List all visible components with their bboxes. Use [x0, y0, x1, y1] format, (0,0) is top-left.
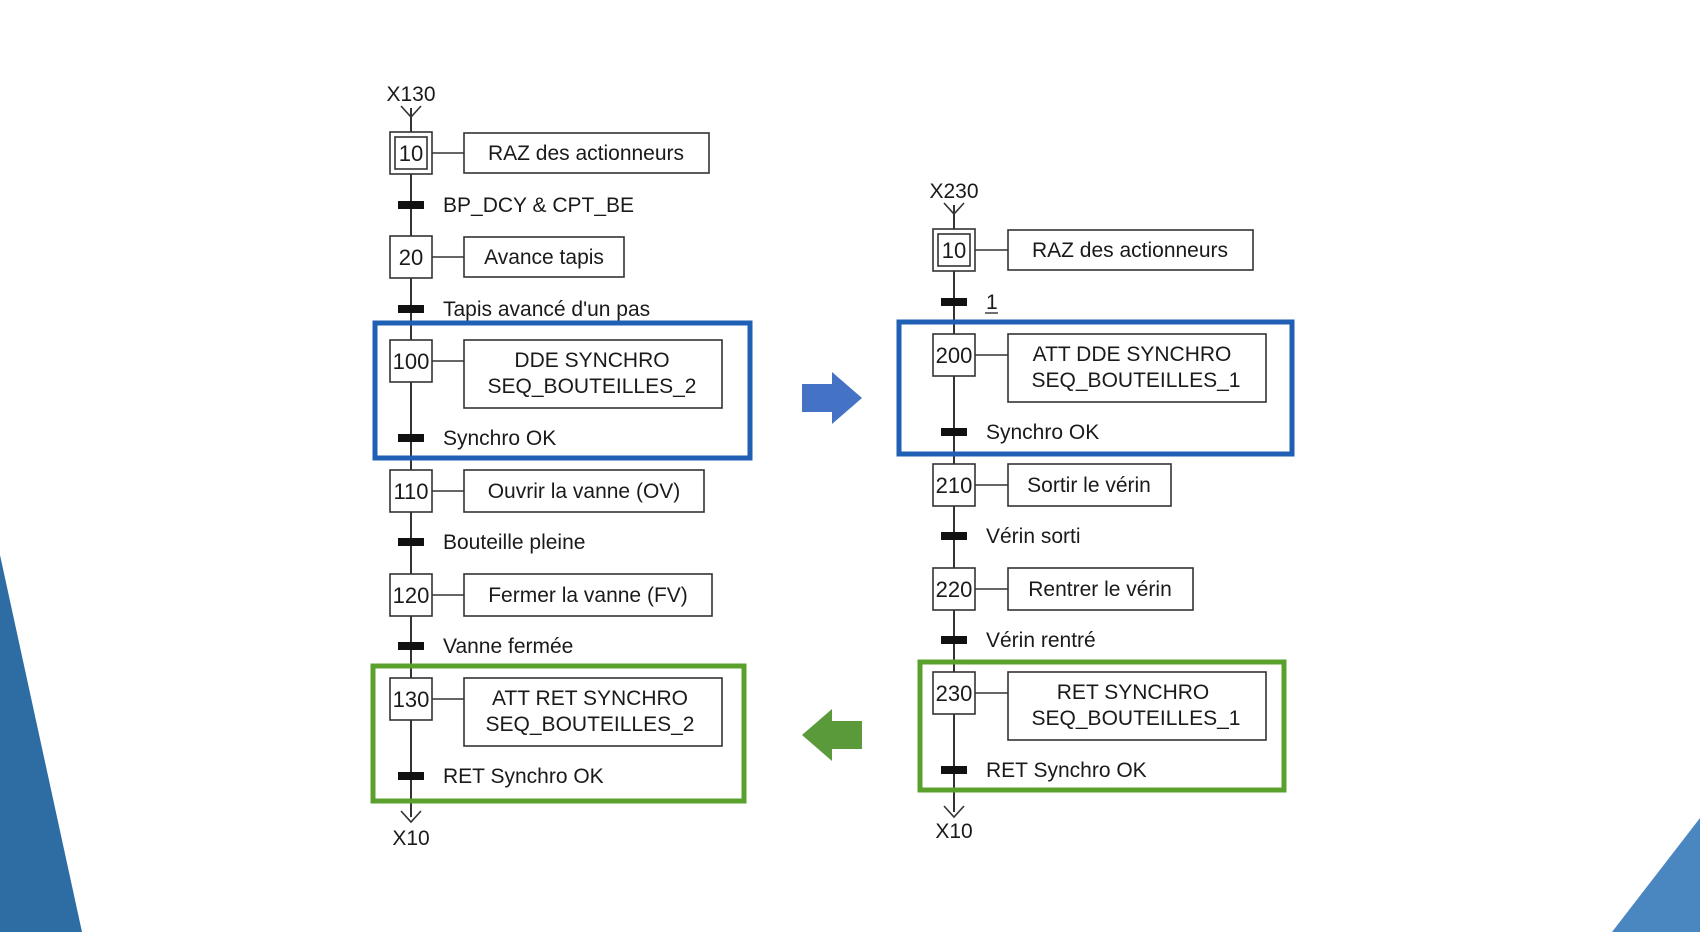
left-step-10-action-box — [463, 132, 710, 174]
right-step-220-number: 220 — [936, 577, 973, 602]
left-transition-4: Bouteille pleine — [443, 531, 585, 554]
right-step-210-number: 210 — [936, 473, 973, 498]
arrow-left-icon — [802, 709, 862, 761]
left-transition-5: Vanne fermée — [443, 635, 573, 658]
left-step-110-action: Ouvrir la vanne (OV) — [488, 480, 681, 503]
right-transition-1: 1 — [986, 291, 998, 314]
right-step-200-action-box — [1007, 333, 1267, 403]
left-step-110-action-box — [463, 469, 705, 513]
corner-decoration-left — [0, 555, 82, 932]
left-step-10-action: RAZ des actionneurs — [488, 142, 684, 165]
right-transition-4: Vérin rentré — [986, 629, 1096, 652]
right-step-230-action-line2: SEQ_BOUTEILLES_1 — [1032, 707, 1241, 730]
right-step-10-number: 10 — [942, 238, 966, 263]
right-step-200-number: 200 — [936, 343, 973, 368]
left-start-ref: X130 — [386, 83, 435, 106]
left-step-100-action-line1: DDE SYNCHRO — [514, 349, 669, 372]
right-transition-2: Synchro OK — [986, 421, 1099, 444]
left-sync-request-highlight — [372, 320, 753, 461]
left-step-130-action-line2: SEQ_BOUTEILLES_2 — [486, 713, 695, 736]
right-step-220-action-box — [1007, 567, 1194, 611]
right-step-210-action-box — [1007, 463, 1172, 507]
left-step-110-number: 110 — [393, 479, 428, 504]
left-step-120-action-box — [463, 573, 713, 617]
grafcet-left: X130 10 RAZ des actionneurs BP_DCY & CPT… — [370, 83, 753, 850]
left-step-100-action-box — [463, 339, 723, 409]
corner-decoration-right — [1612, 818, 1700, 932]
left-step-130-action-line1: ATT RET SYNCHRO — [492, 687, 688, 710]
left-step-120-action: Fermer la vanne (FV) — [488, 584, 688, 607]
left-sync-return-highlight — [370, 663, 747, 804]
right-step-10-action-box — [1007, 229, 1254, 271]
left-step-10-number: 10 — [399, 141, 423, 166]
right-step-220-action: Rentrer le vérin — [1028, 578, 1172, 601]
right-transition-5: RET Synchro OK — [986, 759, 1147, 782]
left-step-120-number: 120 — [393, 583, 430, 608]
right-step-230-number: 230 — [936, 681, 973, 706]
right-step-230-action-box — [1007, 671, 1267, 741]
left-step-20-number: 20 — [399, 245, 423, 270]
left-transition-1: BP_DCY & CPT_BE — [443, 194, 634, 217]
right-step-200-action-line1: ATT DDE SYNCHRO — [1033, 343, 1232, 366]
grafcet-right: X230 10 RAZ des actionneurs 1 200 ATT DD… — [896, 180, 1295, 843]
right-sync-request-highlight — [896, 319, 1295, 457]
right-transition-3: Vérin sorti — [986, 525, 1081, 548]
left-step-20-action-box — [463, 236, 625, 278]
right-sync-return-highlight — [917, 659, 1287, 793]
left-transition-3: Synchro OK — [443, 427, 556, 450]
right-step-200-action-line2: SEQ_BOUTEILLES_1 — [1032, 369, 1241, 392]
left-step-100-action-line2: SEQ_BOUTEILLES_2 — [488, 375, 697, 398]
left-transition-6: RET Synchro OK — [443, 765, 604, 788]
left-step-130-action-box — [463, 677, 723, 747]
arrow-right-icon — [802, 372, 862, 424]
right-step-230-action-line1: RET SYNCHRO — [1057, 681, 1209, 704]
right-step-210-action: Sortir le vérin — [1027, 474, 1151, 497]
left-step-100-number: 100 — [393, 349, 430, 374]
left-step-20-action: Avance tapis — [484, 246, 604, 269]
right-end-ref: X10 — [935, 820, 972, 843]
right-step-10-action: RAZ des actionneurs — [1032, 239, 1228, 262]
right-start-ref: X230 — [929, 180, 978, 203]
left-transition-2: Tapis avancé d'un pas — [443, 298, 650, 321]
left-step-130-number: 130 — [393, 687, 430, 712]
left-end-ref: X10 — [392, 827, 429, 850]
